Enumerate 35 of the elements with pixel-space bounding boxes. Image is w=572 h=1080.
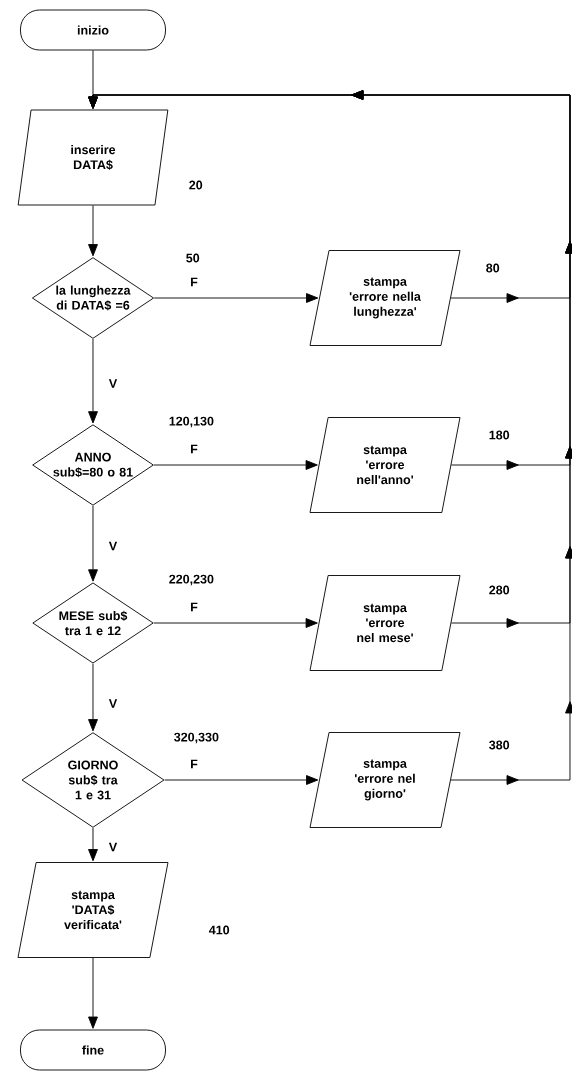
arrow [164, 775, 319, 785]
arrow [88, 338, 98, 424]
io-parallelogram: stampa 'DATA$ verificata' [17, 862, 169, 958]
edge-label: V [107, 378, 119, 389]
line-number: 220,230 [169, 574, 214, 586]
arrow [88, 827, 98, 862]
io-parallelogram: inserire DATA$ [17, 109, 169, 206]
line-number: 180 [489, 430, 510, 440]
edge-label: V [107, 841, 119, 853]
edge-label: F [189, 758, 199, 770]
arrow [153, 460, 318, 470]
arrow [88, 663, 98, 732]
io-parallelogram: stampa 'errore nel mese' [309, 575, 461, 671]
arrow [88, 205, 98, 257]
arrow [88, 957, 98, 1029]
line-number: 320,330 [174, 732, 219, 744]
line-number: 50 [186, 253, 200, 263]
line-number: 120,130 [169, 416, 214, 428]
line-number: 410 [208, 925, 230, 935]
io-parallelogram: stampa 'errore nel giorno' [309, 732, 461, 828]
line-number: 280 [489, 585, 510, 595]
edge-label: V [107, 540, 119, 552]
edge-label: F [189, 601, 199, 613]
return-arrow [88, 90, 572, 785]
line-number: 80 [486, 263, 500, 273]
line-number: 380 [489, 740, 510, 750]
edge-label: F [189, 276, 199, 288]
arrow [88, 505, 98, 582]
arrow [153, 293, 319, 303]
arrow [153, 618, 318, 628]
line-number: 20 [189, 180, 203, 190]
io-parallelogram: stampa 'errore nella lunghezza' [309, 250, 461, 346]
edge-label: V [107, 698, 119, 709]
edge-label: F [189, 443, 199, 455]
io-parallelogram: stampa 'errore nell'anno' [309, 417, 461, 513]
